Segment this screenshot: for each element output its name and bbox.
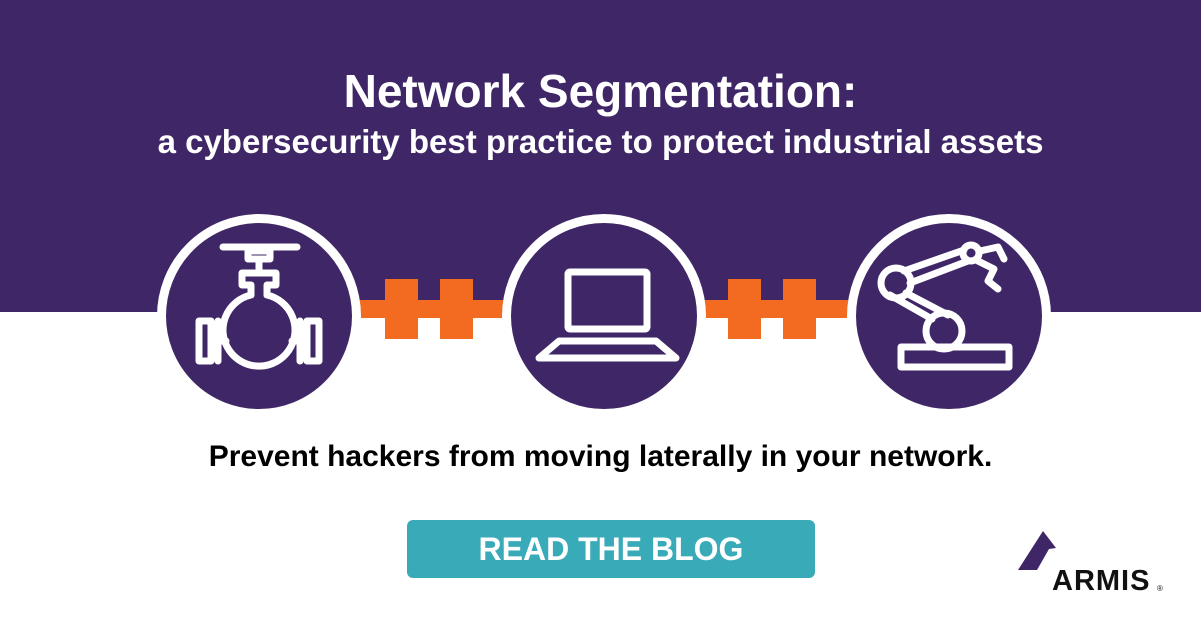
laptop-circle bbox=[502, 214, 706, 418]
page-subtitle: a cybersecurity best practice to protect… bbox=[157, 123, 1044, 160]
valve-circle bbox=[157, 214, 361, 418]
robotic-arm-circle bbox=[847, 214, 1051, 418]
laptop-icon bbox=[535, 268, 680, 362]
industrial-valve-icon bbox=[195, 243, 323, 370]
armis-logo-mark-icon bbox=[1018, 531, 1056, 570]
armis-logo[interactable]: ARMIS ® bbox=[1015, 528, 1175, 598]
logo-text: ARMIS bbox=[1052, 565, 1151, 597]
registered-mark: ® bbox=[1157, 584, 1163, 593]
robotic-arm-icon bbox=[877, 241, 1013, 371]
read-the-blog-button[interactable]: READ THE BLOG bbox=[407, 520, 815, 578]
page-title: Network Segmentation: bbox=[343, 65, 858, 117]
tagline: Prevent hackers from moving laterally in… bbox=[208, 440, 993, 473]
